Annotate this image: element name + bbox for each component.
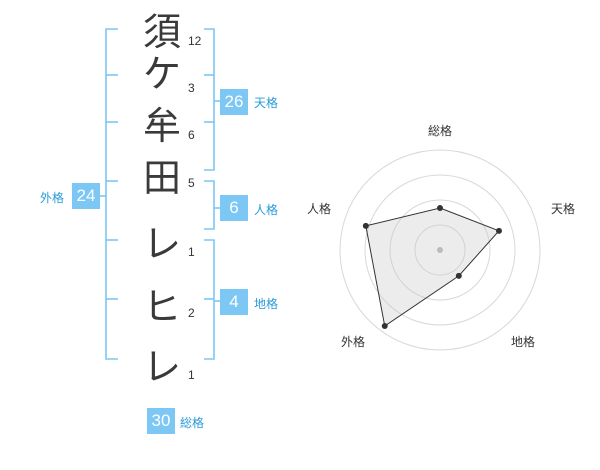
stroke-count-2: 3 xyxy=(188,81,195,95)
jinkaku-label: 人格 xyxy=(254,203,279,217)
chikaku-label: 地格 xyxy=(254,297,279,311)
stroke-count-3: 6 xyxy=(188,128,195,142)
gaikaku-box: 24 xyxy=(72,183,100,209)
radar-point-2 xyxy=(455,272,462,279)
stroke-count-7: 1 xyxy=(188,368,195,382)
radar-ring xyxy=(339,149,541,351)
radar-axis-label-soukaku: 総格 xyxy=(428,124,453,138)
soukaku-box: 30 xyxy=(147,408,175,434)
radar-axis-label-chikaku: 地格 xyxy=(511,335,536,349)
stroke-count-6: 2 xyxy=(188,306,195,320)
radar-axis-label-gaikaku: 外格 xyxy=(341,335,366,349)
stroke-count-1: 12 xyxy=(188,34,202,48)
name-char-3: 牟 xyxy=(142,104,181,148)
stroke-count-4: 5 xyxy=(188,176,195,190)
radar-point-0 xyxy=(437,205,443,211)
name-char-7: レ xyxy=(142,345,181,389)
radar-point-1 xyxy=(495,227,502,234)
jinkaku-box: 6 xyxy=(220,195,248,221)
gaikaku-label: 外格 xyxy=(40,191,65,205)
tenkaku-label: 天格 xyxy=(254,96,279,110)
radar-point-3 xyxy=(381,323,388,330)
name-char-5: レ xyxy=(142,222,181,266)
radar-axis-label-tenkaku: 天格 xyxy=(551,202,576,216)
radar-ring xyxy=(364,174,516,326)
name-char-6: ヒ xyxy=(142,285,181,329)
radar-ring xyxy=(389,199,491,301)
name-char-2: ケ xyxy=(142,52,181,96)
chikaku-box: 4 xyxy=(220,289,248,315)
radar-polygon xyxy=(365,207,500,327)
stroke-count-5: 1 xyxy=(188,245,195,259)
soukaku-label: 総格 xyxy=(180,416,205,430)
name-char-4: 田 xyxy=(142,156,181,200)
radar-point-4 xyxy=(362,222,369,229)
radar-axis-label-jinkaku: 人格 xyxy=(307,202,332,216)
radar-ring xyxy=(414,224,466,276)
name-char-1: 須 xyxy=(142,10,181,54)
tenkaku-box: 26 xyxy=(220,89,248,115)
radar-center xyxy=(437,247,443,253)
